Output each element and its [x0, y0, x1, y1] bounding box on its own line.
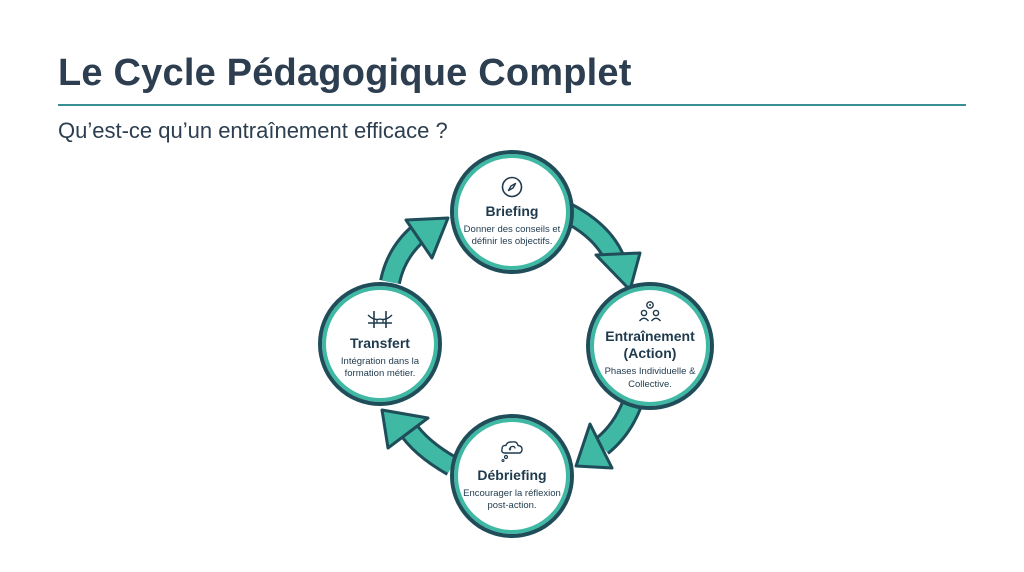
debriefing-title: Débriefing — [477, 466, 547, 483]
title-divider — [58, 104, 966, 106]
node-briefing: Briefing Donner des conseils et définir … — [450, 150, 574, 274]
page-title: Le Cycle Pédagogique Complet — [58, 52, 632, 94]
compass-icon — [501, 176, 523, 198]
node-entrainement: Entraînement (Action) Phases Individuell… — [586, 282, 714, 410]
arrow-debriefing-to-transfert — [380, 408, 458, 476]
entrainement-description: Phases Individuelle & Collective. — [604, 365, 696, 390]
entrainement-title-line1: Entraînement — [605, 328, 695, 345]
debriefing-description: Encourager la réflexion post-action. — [463, 487, 561, 512]
transfert-title: Transfert — [350, 334, 410, 351]
node-debriefing: Débriefing Encourager la réflexion post-… — [450, 414, 574, 538]
arrow-briefing-to-entrainement — [560, 202, 642, 292]
arrow-transfert-to-briefing — [379, 216, 450, 285]
arrow-entrainement-to-debriefing — [574, 399, 643, 470]
entrainement-title-line2: (Action) — [623, 345, 677, 362]
node-transfert: Transfert Intégration dans la formation … — [318, 282, 442, 406]
thought-bubble-icon — [501, 440, 523, 462]
people-gear-icon — [638, 301, 662, 322]
bridge-icon — [367, 310, 393, 328]
briefing-description: Donner des conseils et définir les objec… — [463, 223, 561, 248]
briefing-title: Briefing — [485, 202, 539, 219]
transfert-description: Intégration dans la formation métier. — [340, 355, 420, 380]
page-subtitle: Qu’est-ce qu’un entraînement efficace ? — [58, 118, 448, 143]
